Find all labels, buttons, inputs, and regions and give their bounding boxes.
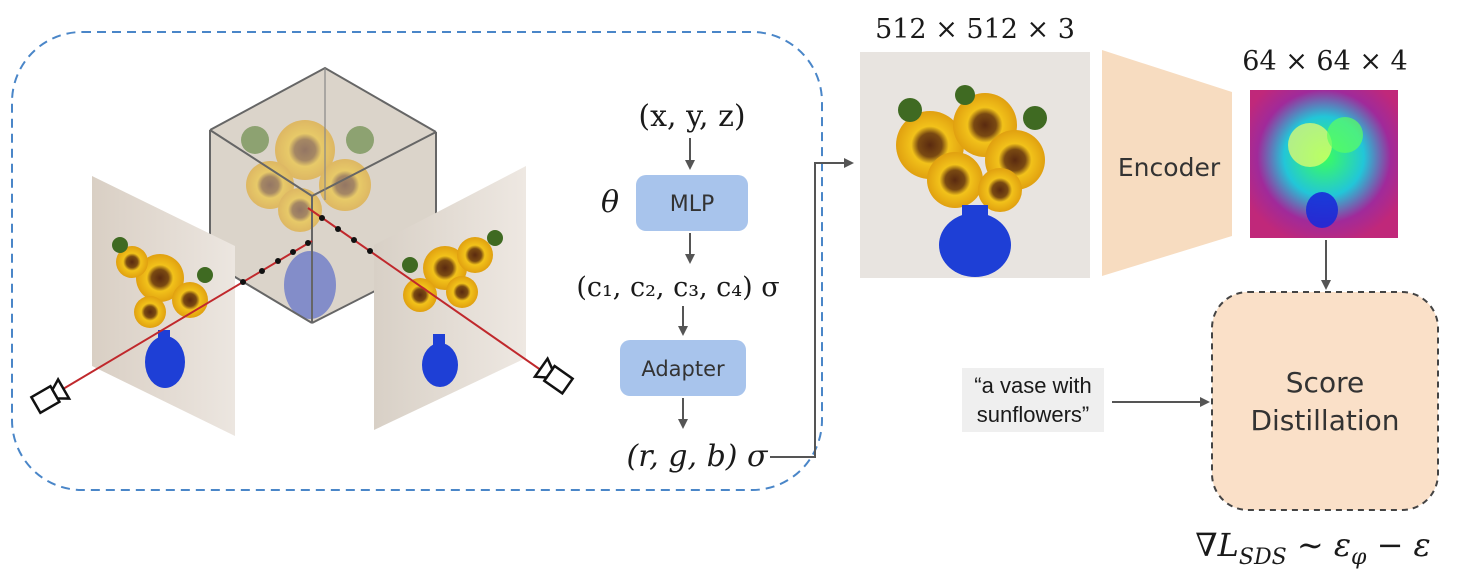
adapter-block bbox=[620, 340, 746, 396]
nerf-pipeline: (x, y, z) θ MLP (c₁, c₂, c₃, c₄) σ Adapt… bbox=[576, 99, 854, 474]
rendered-image-panel: 512 × 512 × 3 bbox=[860, 14, 1090, 278]
render-size-label: 512 × 512 × 3 bbox=[875, 14, 1075, 45]
text-prompt: “a vase with sunflowers” bbox=[962, 368, 1104, 432]
adapter-output-label: (r, g, b) σ bbox=[626, 439, 769, 474]
nerf-region-border bbox=[11, 31, 823, 491]
encoder-label: Encoder bbox=[1118, 153, 1221, 182]
score-distillation-block: Score Distillation bbox=[1211, 291, 1439, 511]
mlp-output-label: (c₁, c₂, c₃, c₄) σ bbox=[576, 272, 779, 303]
left-view-plane bbox=[92, 176, 235, 436]
mlp-label: MLP bbox=[670, 192, 715, 217]
render-connector bbox=[770, 158, 854, 458]
latent-size-label: 64 × 64 × 4 bbox=[1242, 46, 1407, 77]
scene-3d bbox=[29, 66, 575, 436]
camera-rays bbox=[57, 207, 549, 393]
theta-label: θ bbox=[601, 185, 619, 220]
right-view-plane bbox=[374, 166, 526, 430]
sds-loss-formula: ∇LSDS ∼ εφ − ε bbox=[1195, 526, 1430, 570]
prompt-line-2: sunflowers” bbox=[977, 402, 1089, 427]
prompt-line-1: “a vase with bbox=[974, 373, 1091, 398]
input-coords-label: (x, y, z) bbox=[638, 99, 745, 134]
mlp-block bbox=[636, 175, 748, 231]
adapter-label: Adapter bbox=[641, 357, 725, 381]
rendered-image bbox=[896, 85, 1047, 277]
camera-icon bbox=[532, 356, 575, 396]
latent-panel: 64 × 64 × 4 bbox=[1242, 46, 1408, 238]
camera-icon bbox=[29, 376, 72, 415]
sds-label-line-2: Distillation bbox=[1250, 404, 1399, 437]
encoder-block: Encoder bbox=[1102, 50, 1232, 276]
sds-label-line-1: Score bbox=[1286, 366, 1364, 399]
